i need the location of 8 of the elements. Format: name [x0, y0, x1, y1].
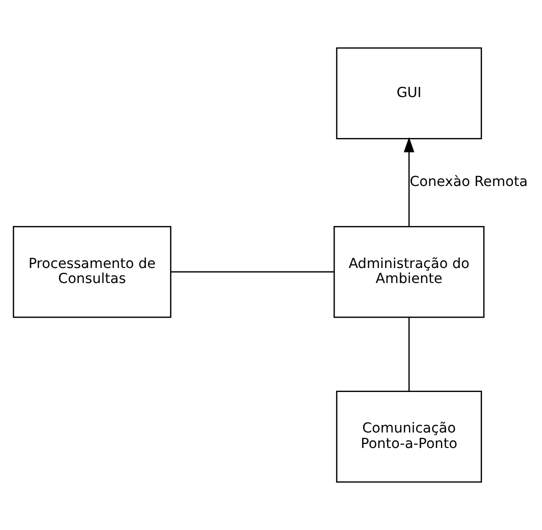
node-box: GUI [336, 47, 482, 140]
node-box: Comunicação Ponto-a-Ponto [336, 390, 482, 483]
connector [408, 318, 410, 392]
node-box: Administração do Ambiente [334, 226, 484, 318]
edge-label: Conexào Remota [410, 174, 528, 190]
connector [170, 271, 334, 273]
arrow [404, 137, 414, 226]
node-box: Processamento de Consultas [12, 226, 172, 318]
